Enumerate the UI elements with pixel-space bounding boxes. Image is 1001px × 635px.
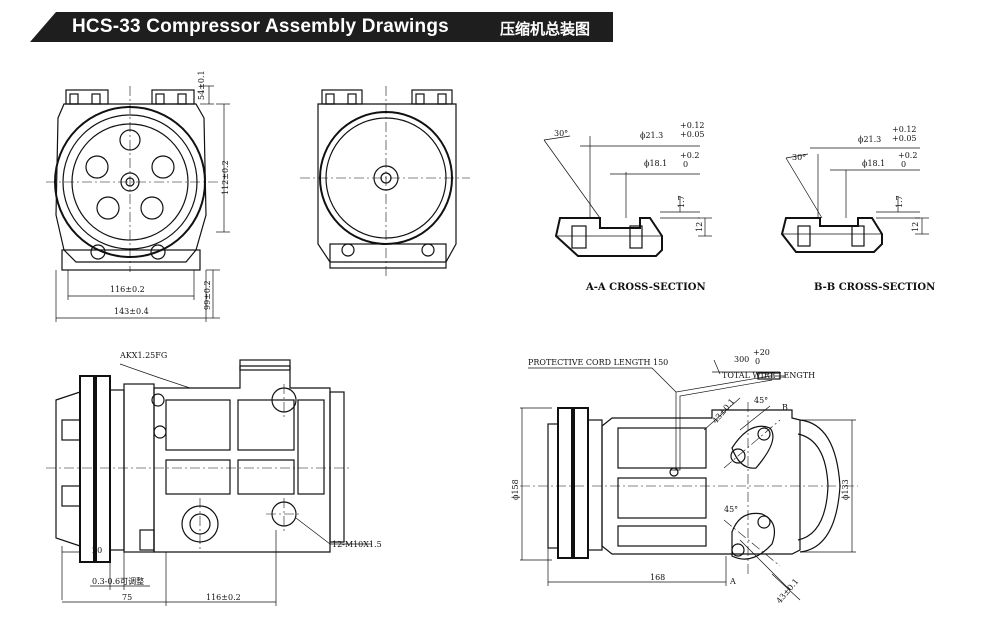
section-b-inner-tol-upper: +0.2 [898, 151, 917, 160]
top-total-length-tol-upper: +20 [753, 348, 770, 357]
section-a-outer-diameter: ϕ21.3 [640, 131, 663, 140]
top-lower-angle: 45° [724, 505, 738, 514]
front-view-dimensions [55, 85, 230, 322]
top-upper-angle: 45° [754, 396, 768, 405]
section-b-outer-tol-upper: +0.12 [892, 125, 917, 134]
front-view-centerlines [46, 86, 218, 272]
page-title: HCS-33 Compressor Assembly Drawings [72, 16, 449, 37]
section-a-height: 12 [695, 222, 704, 232]
top-view-pulley [547, 407, 603, 559]
top-total-length-label: TOTAL WIRE LENGTH [722, 371, 815, 380]
page-header: HCS-33 Compressor Assembly Drawings 压缩机总… [30, 12, 613, 42]
section-a-depth: 1.7 [677, 195, 686, 208]
front-base-height-dim: 99±0.2 [203, 280, 212, 310]
section-b-angle: 30° [792, 153, 806, 162]
side-view: AKX1.25FG 12-M10X1.5 20 0.3-0.6可调整 75 11… [46, 351, 382, 606]
front-mount-width-dim: 116±0.2 [110, 285, 145, 294]
top-view-centerlines [520, 402, 858, 574]
side-view-pulley [55, 375, 125, 563]
section-b-b: 30° ϕ21.3 +0.12 +0.05 ϕ18.1 +0.2 0 1.7 1… [780, 125, 935, 293]
top-marker-a: A [729, 577, 736, 586]
section-a-a: 30° ϕ21.3 +0.12 +0.05 ϕ18.1 +0.2 0 1.7 1… [543, 121, 712, 293]
front-view: 54±0.1 112±0.2 99±0.2 116±0.2 143±0.4 [46, 70, 230, 322]
section-b-inner-tol-lower: 0 [901, 160, 906, 169]
section-a-inner-diameter: ϕ18.1 [644, 159, 667, 168]
section-b-inner-diameter: ϕ18.1 [862, 159, 885, 168]
rear-view [300, 86, 470, 276]
side-body-length: 116±0.2 [206, 593, 241, 602]
front-overall-width-dim: 143±0.4 [114, 307, 149, 316]
section-a-caption: A-A CROSS-SECTION [585, 282, 706, 293]
front-center-height-dim: 112±0.2 [221, 160, 230, 195]
section-a-angle: 30° [554, 129, 568, 138]
header-accent-triangle [30, 12, 56, 42]
section-a-inner-tol-upper: +0.2 [680, 151, 699, 160]
header-bar [56, 12, 613, 42]
side-view-dimensions [61, 363, 372, 606]
section-b-height: 12 [911, 222, 920, 232]
side-gap-label: 0.3-0.6可调整 [92, 576, 144, 586]
top-upper-port-dim: 43±0.1 [711, 397, 737, 425]
side-belt-label: AKX1.25FG [119, 351, 167, 360]
section-b-depth: 1.7 [895, 195, 904, 208]
section-a-inner-tol-lower: 0 [683, 160, 688, 169]
top-marker-b: B [782, 403, 788, 412]
top-pulley-diameter: ϕ158 [511, 479, 520, 500]
front-view-body [54, 89, 207, 271]
section-b-outer-diameter: ϕ21.3 [858, 135, 881, 144]
top-view-dimensions [520, 359, 856, 601]
side-view-centerlines [46, 384, 350, 550]
page-title-chinese: 压缩机总装图 [500, 20, 591, 38]
section-b-caption: B-B CROSS-SECTION [814, 282, 935, 293]
side-pulley-offset: 20 [92, 546, 102, 555]
top-total-length: 300 [734, 355, 749, 364]
top-view-body [601, 372, 841, 560]
top-view: PROTECTIVE CORD LENGTH 150 300 +20 0 TOT… [511, 348, 858, 605]
top-cord-label: PROTECTIVE CORD LENGTH 150 [528, 358, 668, 367]
side-clutch-length: 75 [122, 593, 132, 602]
section-b-outer-tol-lower: +0.05 [892, 134, 917, 143]
front-top-height-dim: 54±0.1 [197, 70, 206, 100]
section-a-outer-tol-lower: +0.05 [680, 130, 705, 139]
side-view-body [123, 359, 345, 553]
top-lower-port-dim: 43±0.1 [775, 577, 801, 605]
top-body-diameter: ϕ133 [841, 479, 850, 500]
top-overall-length: 168 [650, 573, 665, 582]
top-total-length-tol-lower: 0 [755, 357, 760, 366]
section-a-outer-tol-upper: +0.12 [680, 121, 705, 130]
side-thread-label: 12-M10X1.5 [332, 540, 382, 549]
